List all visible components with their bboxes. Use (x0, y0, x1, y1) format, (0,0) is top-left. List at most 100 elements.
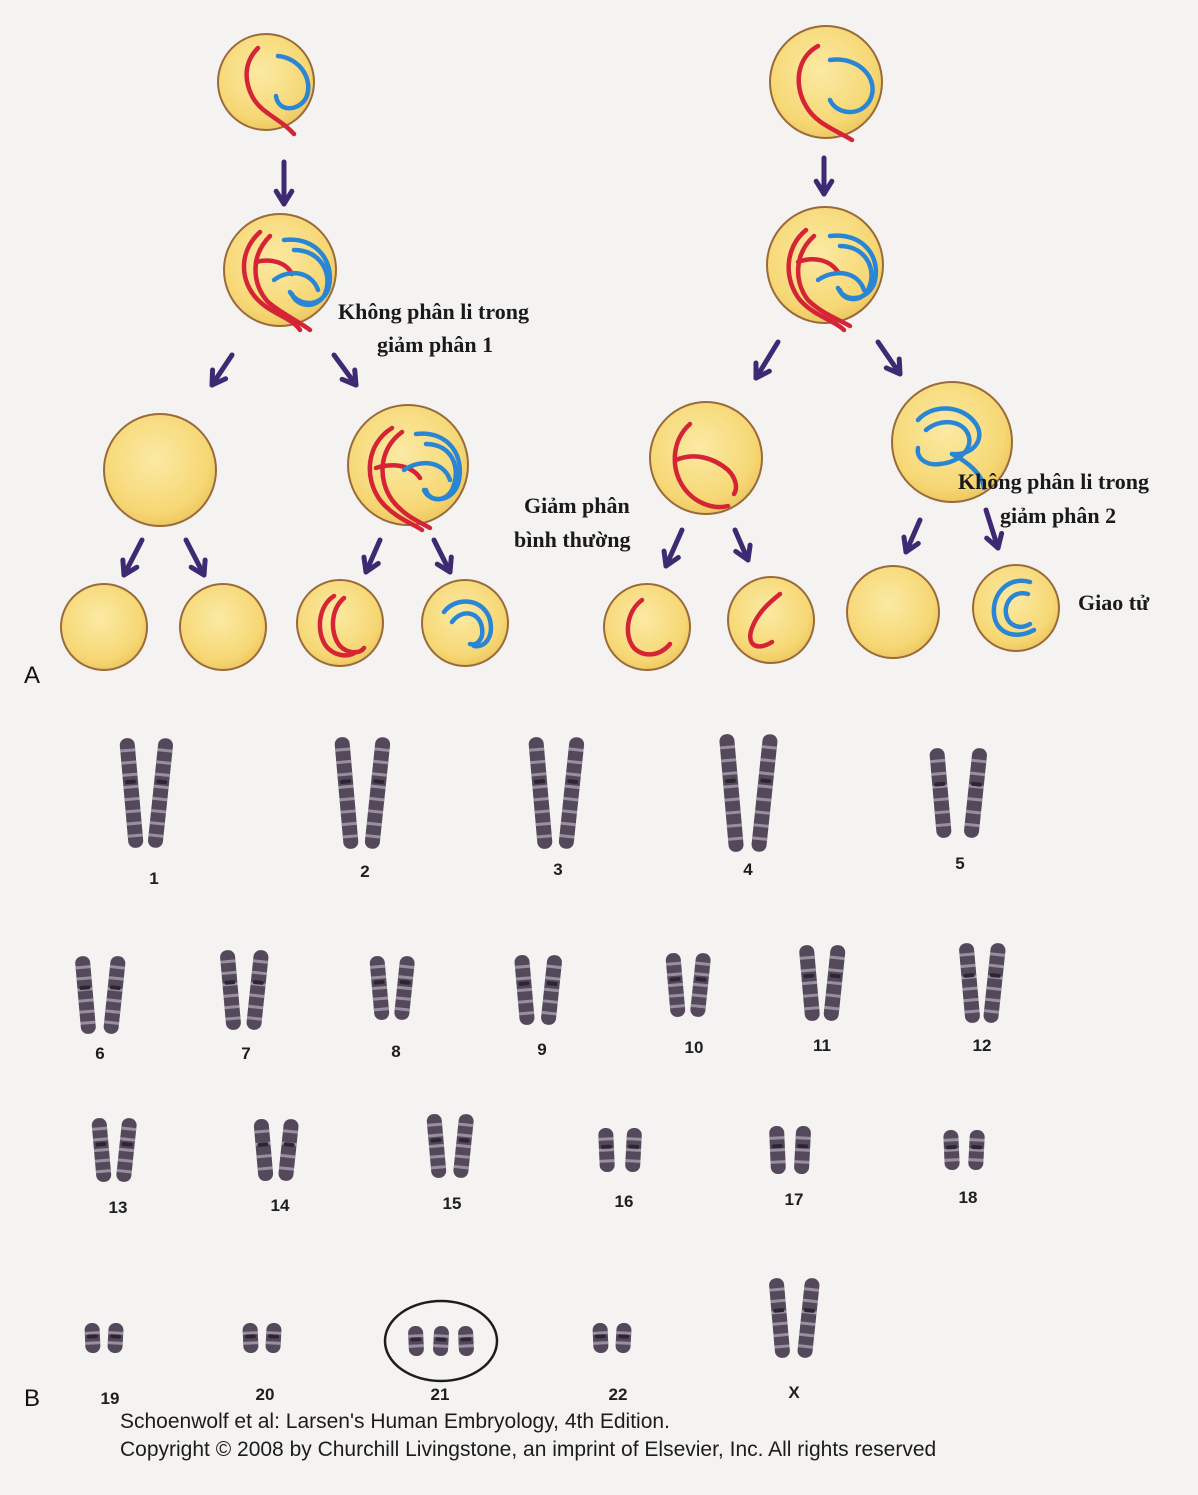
karyotype-pair-5 (929, 748, 987, 838)
right-parent-cell-blue-chromosome-1 (827, 57, 875, 115)
left-gamete-empty-2 (179, 583, 267, 671)
karyotype-chromosome-2-2 (364, 737, 391, 849)
karyotype-label-12: 12 (972, 1036, 992, 1055)
karyotype-label-6: 6 (95, 1044, 105, 1063)
karyotype-chromosome-6-2 (103, 956, 126, 1034)
karyotype-chromosome-9-2 (541, 955, 562, 1025)
karyotype-pair-18 (943, 1129, 985, 1171)
karyotype-chromosome-8-2 (394, 956, 415, 1020)
caption-line2: Copyright © 2008 by Churchill Livingston… (120, 1438, 937, 1461)
right-gamete-red-1-membrane (603, 583, 691, 671)
karyotype-pair-3 (528, 737, 585, 849)
karyotype-label-11: 11 (813, 1036, 831, 1055)
left-gamete-red-red-chromosome-2 (330, 595, 367, 655)
karyotype-chromosome-2-1 (334, 737, 359, 849)
karyotype-pair-21 (408, 1325, 474, 1357)
karyotype-chromosome-21-3 (458, 1325, 474, 1357)
left-gamete-blue-blue-chromosome-2 (449, 611, 485, 647)
nondisjunction-meiosis1-label-line2: giảm phân 1 (377, 332, 494, 357)
karyotype-chromosome-21-1 (408, 1325, 424, 1357)
karyotype-chromosome-x-2 (797, 1278, 820, 1358)
karyotype-pair-1 (119, 738, 174, 848)
left-arrow-6 (361, 537, 383, 575)
right-blue-cell-membrane (891, 381, 1013, 503)
karyotype-label-21: 21 (430, 1385, 450, 1404)
right-gamete-red-1 (603, 583, 691, 671)
right-arrow-6 (901, 517, 923, 555)
right-parent-cell (769, 25, 883, 143)
left-replicated-cell-red-chromosome-1 (241, 229, 303, 333)
left-arrow-2 (209, 352, 235, 388)
karyotype-label-18: 18 (958, 1188, 978, 1207)
karyotype-chromosome-22-1 (592, 1322, 609, 1354)
gamete-label: Giao tử (1078, 590, 1150, 615)
karyotype-chromosome-16-1 (598, 1127, 615, 1173)
karyotype-label-15: 15 (442, 1194, 462, 1213)
left-replicated-cell-red-chromosome-2 (253, 233, 313, 333)
karyotype-pair-16 (598, 1127, 642, 1173)
right-blue-cell (891, 381, 1013, 503)
karyotype-chromosome-x-1 (769, 1278, 790, 1358)
right-gamete-blue-blue-chromosome-1 (991, 578, 1037, 637)
karyotype-chromosome-14-1 (253, 1119, 274, 1181)
nondisjunction-meiosis1-label-line1: Không phân li trong (338, 299, 529, 324)
karyotype-chromosome-18-2 (968, 1129, 985, 1171)
left-double-cell-red-chromosome-2 (380, 429, 433, 531)
right-parent-cell-membrane (769, 25, 883, 139)
karyotype-chromosome-9-1 (514, 955, 535, 1025)
right-gamete-empty-membrane (846, 565, 940, 659)
right-arrow-3 (875, 339, 903, 377)
left-arrow-1 (273, 159, 295, 207)
right-replicated-cell-red-chromosome-3 (795, 257, 841, 275)
karyotype-chromosome-20-2 (265, 1322, 282, 1354)
left-parent-cell-blue-chromosome-1 (273, 53, 311, 111)
left-gamete-blue (421, 579, 509, 667)
karyotype-chromosome-15-1 (426, 1114, 447, 1178)
karyotype-label-1: 1 (149, 869, 159, 888)
karyotype-chromosome-19-1 (84, 1322, 101, 1354)
karyotype-pair-12 (959, 943, 1006, 1023)
left-gamete-red-red-chromosome-1 (317, 593, 359, 658)
karyotype-chromosome-17-2 (794, 1125, 811, 1175)
chromosome-21-highlight-ring (383, 1299, 499, 1383)
right-red-cell-red-chromosome-2 (673, 454, 739, 497)
karyotype-label-14: 14 (270, 1196, 290, 1215)
right-arrow-7 (983, 507, 1005, 551)
right-replicated-cell-membrane (766, 206, 884, 324)
right-blue-cell-blue-chromosome-2 (915, 420, 972, 467)
karyotype-chromosome-21-2 (433, 1325, 449, 1357)
karyotype-pair-20 (242, 1322, 282, 1354)
right-replicated-cell-red-chromosome-2 (795, 233, 853, 329)
karyotype-chromosome-14-2 (278, 1119, 299, 1181)
karyotype-label-5: 5 (955, 854, 965, 873)
karyotype-label-19: 19 (100, 1389, 120, 1408)
left-double-cell-blue-chromosome-3 (401, 460, 453, 483)
karyotype-chromosome-4-1 (719, 734, 744, 852)
karyotype-chromosome-3-1 (528, 737, 553, 849)
karyotype-pair-11 (799, 945, 846, 1021)
left-replicated-cell-blue-chromosome-3 (271, 270, 321, 293)
right-gamete-red-1-red-chromosome-1 (625, 597, 673, 657)
karyotype-chromosome-20-1 (242, 1322, 259, 1354)
karyotype-pair-6 (75, 956, 126, 1034)
karyotype-chromosome-5-2 (964, 748, 987, 838)
karyotype-pair-2 (334, 737, 391, 849)
karyotype-label-8: 8 (391, 1042, 401, 1061)
karyotype-chromosome-1-1 (119, 738, 144, 848)
right-blue-cell-blue-chromosome-3 (949, 451, 987, 491)
karyotype-chromosome-16-2 (625, 1127, 642, 1173)
karyotype-chromosome-3-2 (558, 737, 585, 849)
right-parent-cell-red-chromosome-1 (796, 43, 855, 143)
normal-meiosis-label-line2: bình thường (514, 527, 631, 552)
karyotype-label-13: 13 (108, 1198, 128, 1217)
karyotype-pair-13 (91, 1118, 137, 1182)
karyotype-chromosome-12-2 (983, 943, 1006, 1023)
left-double-cell (347, 404, 469, 533)
panel-a-label: A (24, 662, 41, 689)
right-replicated-cell-blue-chromosome-3 (815, 270, 867, 293)
karyotype-label-7: 7 (241, 1044, 251, 1063)
left-gamete-blue-membrane (421, 579, 509, 667)
karyotype-chromosome-7-2 (246, 950, 269, 1030)
caption-line1: Schoenwolf et al: Larsen's Human Embryol… (120, 1410, 670, 1433)
